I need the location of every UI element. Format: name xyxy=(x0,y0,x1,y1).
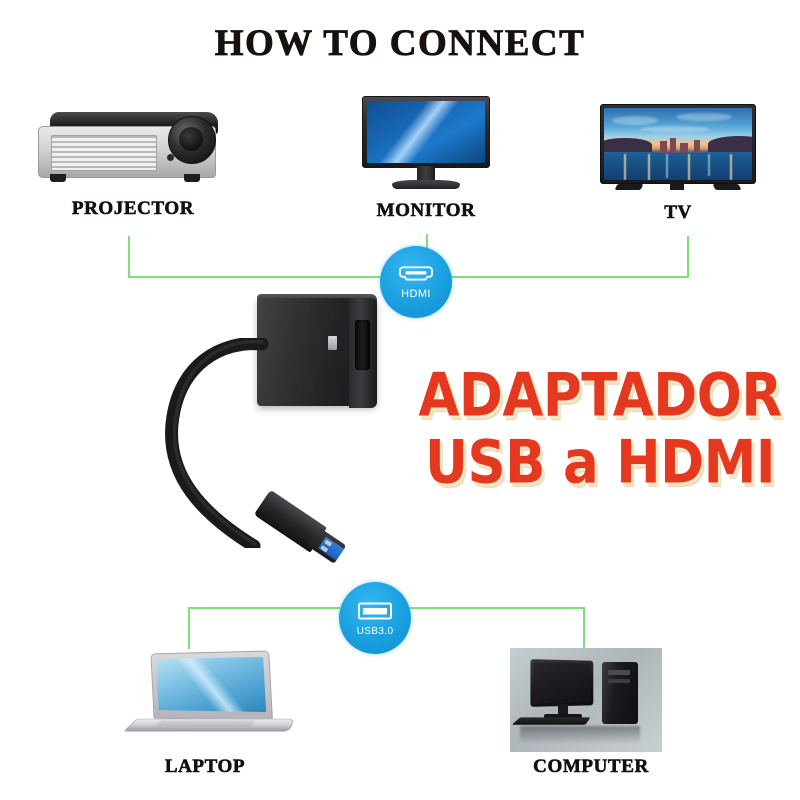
tv-water-reflection xyxy=(708,154,710,176)
usb-to-hdmi-adapter-image xyxy=(150,292,420,592)
product-name-line2: USB a HDMI xyxy=(424,428,776,497)
connector-right-horizontal xyxy=(450,276,688,278)
tv-building xyxy=(670,138,676,153)
label-projector: PROJECTOR xyxy=(71,198,195,220)
adapter-cable xyxy=(165,338,269,548)
tv-cloud xyxy=(612,116,658,125)
tv-building xyxy=(660,141,667,153)
connector-computer-horizontal xyxy=(410,607,584,609)
laptop-image xyxy=(123,650,296,750)
hdmi-port-icon xyxy=(397,265,435,283)
projector-image xyxy=(36,112,226,192)
adapter-hdmi-port xyxy=(355,320,370,370)
computer-monitor xyxy=(530,659,594,707)
connector-laptop-horizontal xyxy=(188,607,340,609)
computer-reflection xyxy=(520,726,640,744)
connector-left-horizontal xyxy=(128,276,381,278)
usb-badge-label: USB3.0 xyxy=(356,625,394,637)
computer-keyboard xyxy=(511,717,591,725)
laptop-keyboard-area xyxy=(155,720,256,727)
tv-cloud xyxy=(676,113,732,121)
product-name-line1: ADAPTADOR xyxy=(418,361,782,430)
projector-sensor-dot xyxy=(167,154,174,161)
projector-foot-right xyxy=(184,174,200,182)
computer-image xyxy=(510,648,662,752)
hdmi-badge-label: HDMI xyxy=(401,287,431,300)
hdmi-badge: HDMI xyxy=(380,246,452,318)
label-laptop: LAPTOP xyxy=(164,756,246,778)
connector-tv-vertical xyxy=(687,236,689,278)
connector-computer-vertical xyxy=(583,607,585,649)
page-title: HOW TO CONNECT xyxy=(214,23,586,65)
tv-bezel xyxy=(600,104,756,184)
connector-projector-vertical xyxy=(128,236,130,278)
usb-badge: USB3.0 xyxy=(339,582,411,654)
tv-foot-left xyxy=(614,184,644,190)
laptop-screen xyxy=(156,656,267,713)
monitor-bezel xyxy=(362,96,490,168)
label-computer: COMPUTER xyxy=(533,756,649,778)
tv-hill xyxy=(604,138,652,152)
tv-stand-neck xyxy=(670,182,684,190)
tv-hill xyxy=(708,136,752,152)
projector-lens-inner xyxy=(179,127,203,151)
tv-water-reflection xyxy=(624,154,626,180)
tv-water-reflection xyxy=(688,154,690,180)
tv-building xyxy=(694,140,700,153)
usb-a-connector xyxy=(249,483,354,575)
computer-monitor-screen xyxy=(533,662,591,704)
projector-foot-left xyxy=(50,174,66,182)
monitor-stand-base xyxy=(392,180,460,189)
tv-water-reflection xyxy=(730,154,732,180)
tv-water-reflection xyxy=(666,154,668,178)
product-name: ADAPTADOR USB a HDMI xyxy=(404,361,796,493)
usb-port-icon xyxy=(356,600,394,622)
tv-building xyxy=(680,143,688,153)
tv-image xyxy=(600,104,756,194)
monitor-image xyxy=(362,96,490,192)
computer-tower-drive-bay xyxy=(608,679,630,683)
adapter-led-indicator xyxy=(328,336,337,350)
connector-monitor-vertical xyxy=(426,234,428,252)
connector-laptop-vertical xyxy=(188,607,190,649)
tv-screen xyxy=(604,108,752,180)
computer-monitor-base xyxy=(544,714,582,719)
computer-monitor-stand xyxy=(558,704,568,716)
tv-water-reflection xyxy=(648,154,650,180)
projector-vent-grille xyxy=(51,135,157,171)
monitor-screen xyxy=(367,101,485,163)
computer-tower-drive-bay xyxy=(608,670,630,675)
label-monitor: MONITOR xyxy=(376,200,476,222)
monitor-stand-neck xyxy=(417,166,435,182)
tv-cloud xyxy=(640,126,710,132)
label-tv: TV xyxy=(664,202,692,224)
laptop-lid xyxy=(150,650,273,722)
tv-foot-right xyxy=(712,184,742,190)
